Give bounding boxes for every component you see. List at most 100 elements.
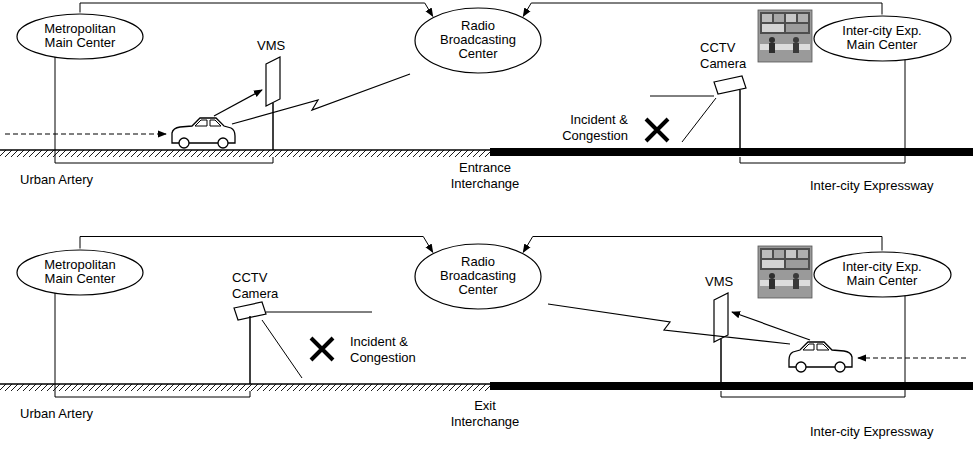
ellipse-outline bbox=[814, 252, 951, 297]
car bbox=[803, 344, 829, 350]
incident-mark bbox=[311, 119, 668, 360]
center-text: Inter-city Exp. Main Center bbox=[836, 260, 928, 289]
control-room-photo bbox=[786, 24, 808, 32]
center-ellipse: Radio Broadcasting Center bbox=[414, 7, 542, 74]
sight-arrow bbox=[214, 90, 810, 340]
info-flow-arrow bbox=[523, 3, 882, 16]
center-ellipse: Metropolitan Main Center bbox=[16, 249, 144, 296]
car bbox=[789, 342, 852, 372]
control-room-photo bbox=[769, 273, 775, 279]
center-name: Metropolitan Main Center bbox=[38, 22, 122, 51]
car bbox=[218, 138, 228, 148]
info-flow-arrow bbox=[80, 237, 433, 253]
diagram-label: Inter-city Expressway bbox=[810, 424, 934, 440]
expressway-road bbox=[490, 148, 973, 390]
cctv-camera bbox=[714, 76, 746, 94]
control-room-photo bbox=[760, 248, 810, 270]
radio-signal bbox=[232, 74, 410, 124]
control-room-photo bbox=[769, 37, 775, 43]
control-room-photo bbox=[769, 43, 775, 53]
control-room-photo bbox=[758, 10, 812, 62]
vms-sign bbox=[266, 57, 728, 384]
info-flow-arrow bbox=[80, 3, 433, 16]
urban-artery-road bbox=[0, 384, 490, 391]
center-ellipse: Inter-city Exp. Main Center bbox=[813, 251, 952, 298]
incident-mark bbox=[311, 338, 333, 360]
center-name: Radio Broadcasting Center bbox=[436, 255, 520, 298]
control-room-photo bbox=[762, 260, 784, 268]
diagram-label: Entrance Interchange bbox=[440, 160, 530, 193]
ellipse-outline bbox=[415, 244, 541, 309]
control-room-photo bbox=[786, 260, 808, 268]
diagram-label: Urban Artery bbox=[20, 172, 93, 188]
control-room-photo bbox=[793, 37, 799, 43]
car bbox=[796, 362, 806, 372]
center-text: Metropolitan Main Center bbox=[38, 258, 122, 287]
control-room-photo bbox=[786, 250, 796, 258]
traffic-direction-arrow bbox=[5, 133, 166, 134]
diagram-label: Incident & Congestion bbox=[540, 112, 628, 145]
vms-sign bbox=[714, 293, 728, 342]
diagram-label: Exit Interchange bbox=[440, 398, 530, 431]
vms-sign bbox=[720, 339, 722, 384]
control-room-photo bbox=[774, 250, 784, 258]
car bbox=[172, 118, 235, 148]
vms-sign bbox=[272, 103, 274, 150]
radio-signal bbox=[548, 304, 790, 344]
diagram-label: CCTV Camera bbox=[700, 40, 756, 73]
vms-sign bbox=[266, 57, 280, 106]
control-room-photo bbox=[758, 246, 812, 298]
ellipse-outline bbox=[17, 14, 143, 59]
camera-view-line bbox=[650, 96, 714, 97]
center-text: Metropolitan Main Center bbox=[38, 22, 122, 51]
cctv-camera bbox=[249, 316, 251, 384]
expressway-road bbox=[490, 382, 973, 390]
control-room-photo bbox=[758, 10, 812, 62]
ellipse-outline bbox=[415, 8, 541, 73]
car bbox=[179, 138, 189, 148]
control-room-photo bbox=[762, 24, 784, 32]
control-room-photo bbox=[760, 12, 810, 34]
center-ellipse: Radio Broadcasting Center bbox=[414, 243, 542, 310]
diagram-label: VMS bbox=[257, 38, 285, 54]
sight-arrow bbox=[732, 312, 810, 340]
control-room-photo bbox=[793, 43, 799, 53]
control-room-photo bbox=[758, 246, 812, 298]
center-name: Inter-city Exp. Main Center bbox=[836, 260, 928, 289]
center-name: Inter-city Exp. Main Center bbox=[836, 24, 928, 53]
car bbox=[835, 362, 845, 372]
car bbox=[195, 120, 221, 126]
cctv-camera bbox=[234, 76, 746, 384]
control-room-photo bbox=[760, 280, 810, 286]
diagram-label: CCTV Camera bbox=[232, 270, 288, 303]
control-room-photo bbox=[786, 14, 796, 22]
ellipse-outline bbox=[814, 16, 951, 61]
center-name: Radio Broadcasting Center bbox=[436, 19, 520, 62]
camera-view-line bbox=[266, 312, 372, 313]
traffic-direction-arrow bbox=[858, 357, 966, 358]
center-text: Radio Broadcasting Center bbox=[436, 19, 520, 62]
ellipse-outline bbox=[17, 250, 143, 295]
control-room-photo bbox=[760, 44, 810, 50]
control-room-photo bbox=[762, 250, 772, 258]
cctv-camera bbox=[739, 90, 741, 148]
sight-arrow bbox=[214, 90, 262, 116]
incident-mark bbox=[646, 119, 668, 141]
control-room-photo bbox=[798, 250, 808, 258]
info-flow-arrow bbox=[523, 237, 882, 253]
diagram-label: Incident & Congestion bbox=[350, 334, 438, 367]
control-room-photo bbox=[762, 14, 772, 22]
urban-artery-road bbox=[0, 149, 490, 151]
control-room-photo bbox=[798, 14, 808, 22]
control-room-photo bbox=[769, 279, 775, 289]
diagram-label: Inter-city Expressway bbox=[810, 178, 934, 194]
camera-view-line bbox=[262, 320, 302, 378]
camera-view-line bbox=[682, 98, 716, 142]
radio-signal bbox=[232, 74, 790, 344]
urban-artery-road bbox=[0, 383, 490, 385]
center-ellipse: Metropolitan Main Center bbox=[16, 13, 144, 60]
traffic-direction-arrow bbox=[5, 134, 966, 358]
monitoring-bracket bbox=[55, 36, 905, 397]
control-room-photo bbox=[793, 279, 799, 289]
urban-artery-road bbox=[0, 150, 490, 157]
